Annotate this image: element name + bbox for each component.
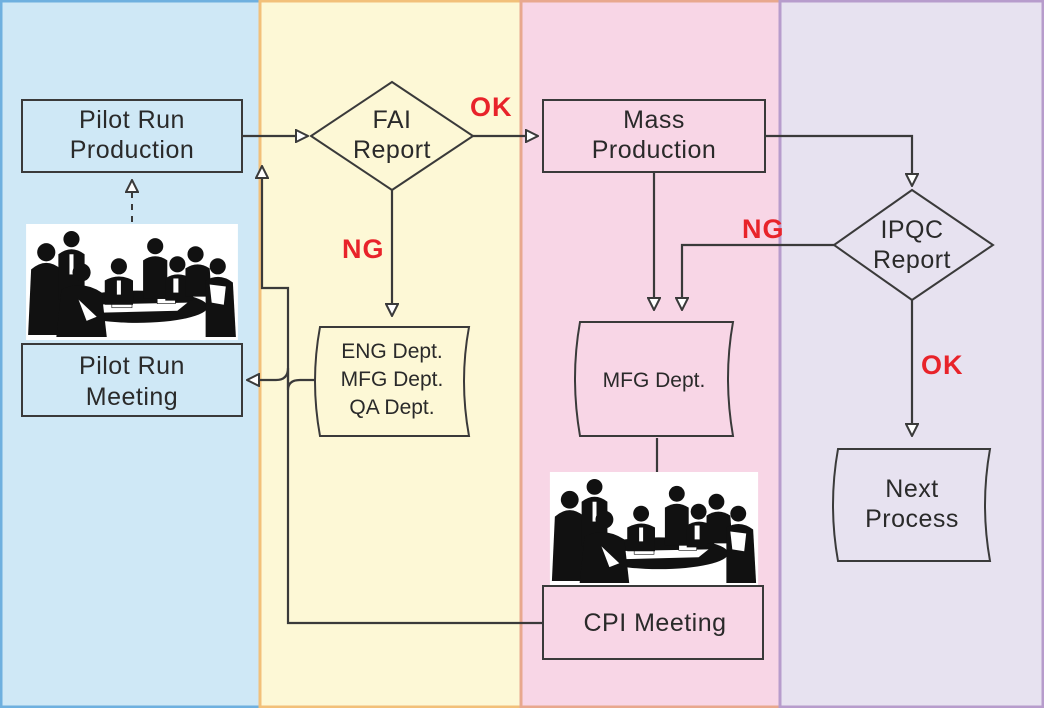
mfg-dept-label: MFG Dept. [603, 369, 706, 392]
fai-ok-label: OK [470, 92, 513, 122]
fai-report-node: FAI Report [309, 80, 475, 192]
pilot-run-meeting-label-line1: Pilot Run [79, 352, 185, 380]
mass-production-box [542, 99, 766, 173]
cpi-meeting-node: CPI Meeting [542, 585, 764, 660]
departments-label-line2: MFG Dept. [341, 368, 444, 391]
next-process-shape [832, 448, 992, 562]
pilot-meeting-illustration [26, 224, 238, 340]
mass-production-node: Mass Production [542, 99, 766, 173]
cpi-meeting-illustration [549, 472, 759, 586]
cpi-meeting-box [542, 585, 764, 660]
fai-ng-label: NG [342, 234, 385, 264]
connectors [132, 134, 912, 625]
fai-report-label-line1: FAI [372, 106, 411, 134]
arrow-ipqc-ng-to-mfg [682, 243, 834, 310]
departments-shape [314, 326, 471, 437]
next-process-node: Next Process [832, 448, 992, 562]
ipqc-ng-label: NG [742, 214, 785, 244]
mfg-dept-node: MFG Dept. [574, 321, 735, 437]
ipqc-report-diamond [832, 188, 995, 302]
fai-report-label-line2: Report [353, 136, 431, 164]
pilot-run-meeting-box [21, 343, 243, 417]
mfg-dept-shape [574, 321, 735, 437]
next-process-label-line2: Process [865, 505, 959, 533]
pilot-run-production-label-line2: Production [70, 136, 195, 164]
ipqc-report-label-line2: Report [873, 246, 951, 274]
departments-label-line3: QA Dept. [349, 396, 434, 419]
pilot-run-production-node: Pilot Run Production [21, 99, 243, 173]
fai-report-diamond [309, 80, 475, 192]
departments-node: ENG Dept. MFG Dept. QA Dept. [314, 326, 471, 437]
ipqc-ok-label: OK [921, 350, 964, 380]
meeting-people-icon [26, 224, 238, 340]
next-process-label-line1: Next [885, 475, 938, 503]
arrow-mass-to-ipqc [765, 134, 912, 186]
mass-production-label-line1: Mass [623, 106, 685, 134]
pilot-run-production-label-line1: Pilot Run [79, 106, 185, 134]
pilot-run-meeting-node: Pilot Run Meeting [21, 343, 243, 417]
cpi-meeting-label: CPI Meeting [583, 609, 726, 637]
arrow-cpi-loop-to-pilot [262, 166, 543, 625]
pilot-run-meeting-label-line2: Meeting [86, 383, 178, 411]
ipqc-report-label-line1: IPQC [880, 216, 943, 244]
pilot-run-production-box [21, 99, 243, 173]
ipqc-report-node: IPQC Report [832, 188, 995, 302]
meeting-people-icon [549, 472, 759, 586]
departments-label-line1: ENG Dept. [341, 340, 443, 363]
mass-production-label-line2: Production [592, 136, 717, 164]
